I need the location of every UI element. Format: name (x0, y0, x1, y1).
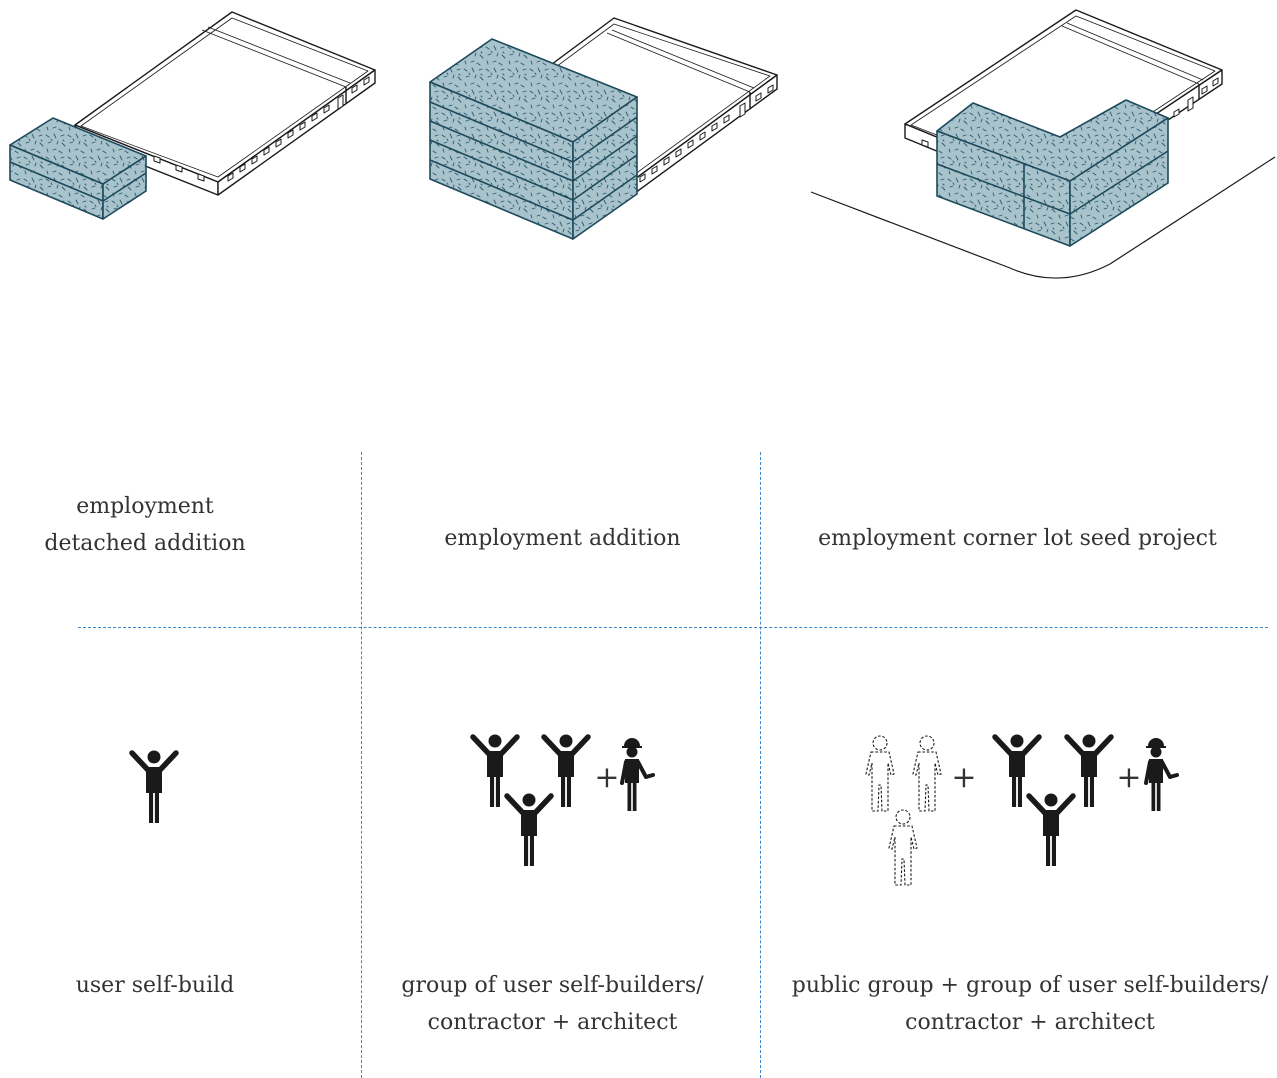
person-outline-icon (865, 735, 895, 812)
scene-addition (429, 17, 778, 240)
plus-sign: + (951, 760, 976, 795)
project-label-line: employment (76, 494, 214, 519)
column-divider (361, 452, 362, 1078)
project-label-line: employment corner lot seed project (818, 526, 1217, 551)
scene-detached-addition (9, 11, 376, 220)
actor-label-line: user self-build (75, 973, 235, 998)
axonometric-drawings (9, 9, 1276, 279)
person-outline-icon (912, 735, 942, 812)
person-outline-icon (888, 809, 918, 886)
row-divider (78, 627, 1268, 628)
project-label-addition: employment addition (390, 520, 735, 557)
plus-sign: + (1116, 760, 1141, 795)
addition-block (429, 38, 638, 240)
person-arms-raised-icon (132, 751, 176, 824)
actor-label-user-self-build: user self-build (20, 967, 290, 1004)
project-label-corner-lot: employment corner lot seed project (790, 520, 1245, 557)
corner-addition-block (936, 99, 1169, 247)
person-arms-raised-icon (1029, 794, 1073, 867)
detached-addition-block (9, 117, 147, 220)
actor-label-line: contractor + architect (905, 1010, 1155, 1035)
actor-pictograms: + + + (0, 700, 1179, 886)
scene-corner-lot (810, 9, 1276, 279)
construction-worker-icon (620, 736, 655, 813)
building-windows (153, 76, 370, 182)
actor-label-line: contractor + architect (427, 1010, 678, 1035)
actor-label-line: group of user self-builders/ (401, 973, 704, 998)
street-corner-curve (810, 156, 1276, 279)
construction-worker-icon (1144, 736, 1179, 813)
project-label-detached-addition: employment detached addition (20, 488, 270, 562)
person-arms-raised-icon (507, 794, 551, 867)
project-label-line: detached addition (44, 531, 246, 556)
actor-label-public-group: public group + group of user self-builde… (790, 967, 1270, 1041)
actor-label-group-self-builders: group of user self-builders/ contractor … (380, 967, 725, 1041)
actor-label-line: public group + group of user self-builde… (791, 973, 1269, 998)
column-divider (760, 452, 761, 1078)
project-label-line: employment addition (444, 526, 681, 551)
plus-sign: + (594, 760, 619, 795)
building-windows (921, 77, 1219, 148)
